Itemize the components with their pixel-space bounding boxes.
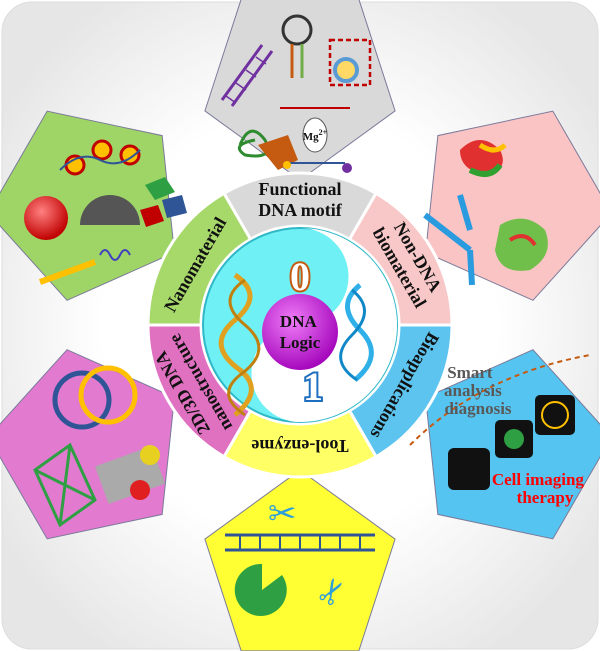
center-yin-yang: 0 1 DNA Logic bbox=[202, 227, 398, 423]
cell-imaging-therapy-label: Cell imaging therapy bbox=[492, 470, 588, 507]
gold-dna-helix-icon bbox=[218, 272, 254, 417]
ring-segment-5 bbox=[146, 191, 253, 327]
ring-label: Tool-enzyme bbox=[251, 436, 348, 456]
pacman-enzyme-icon bbox=[234, 563, 287, 616]
nanomaterial-panel-art bbox=[24, 139, 187, 285]
logic-one: 1 bbox=[303, 364, 323, 409]
panel-functional-motif bbox=[204, 0, 396, 181]
non-dna-panel-art bbox=[423, 140, 548, 286]
ring-label: DNA motif bbox=[258, 200, 342, 220]
functional-motif-panel-art: Mg2+ bbox=[220, 14, 372, 173]
dna-logic-label: DNA Logic bbox=[280, 312, 321, 352]
scissors-icon: ✂ bbox=[268, 496, 297, 533]
smart-analysis-diagnosis-label: Smart analysis diagnosis bbox=[444, 363, 512, 418]
ring-label: Functional bbox=[258, 179, 341, 199]
mg-ion-label: Mg2+ bbox=[303, 128, 328, 143]
nanostructure-panel-art bbox=[33, 365, 166, 528]
logic-zero: 0 bbox=[290, 254, 310, 299]
blue-dna-helix-icon bbox=[345, 283, 374, 382]
dna-logic-core bbox=[262, 294, 338, 370]
bioapplications-panel-art: Smart analysis diagnosis Cell imaging th… bbox=[409, 354, 591, 507]
